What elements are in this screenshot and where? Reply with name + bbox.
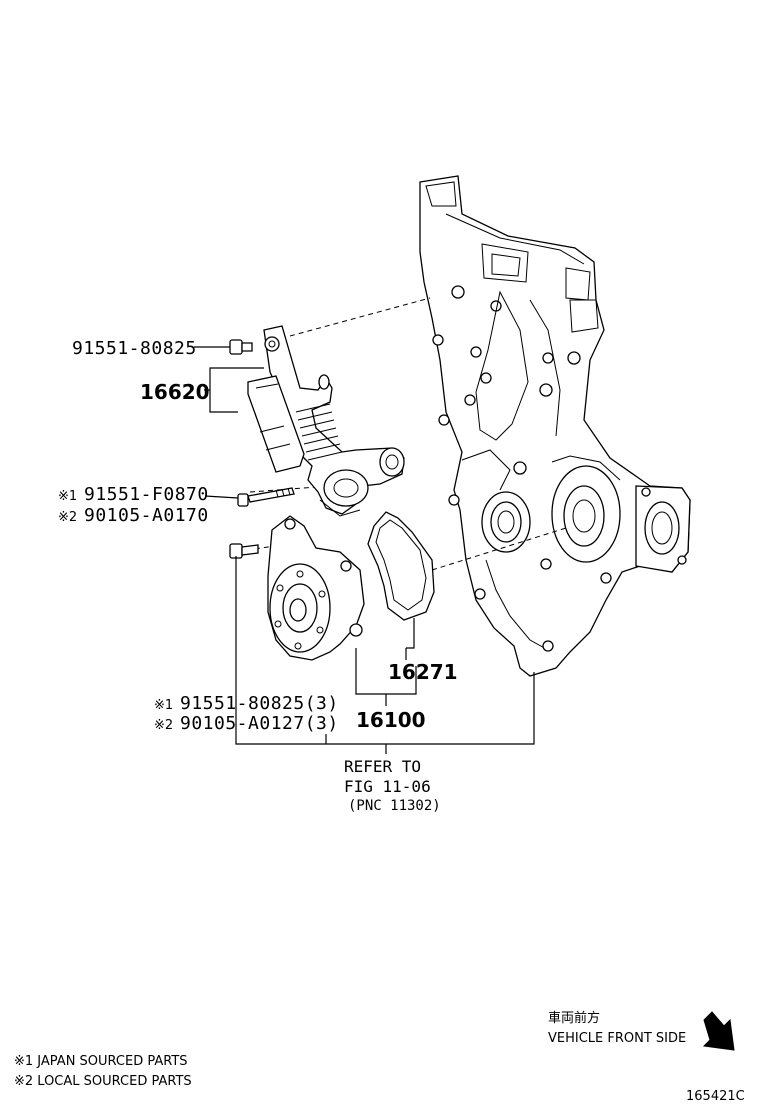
reference-note: REFER TO FIG 11-06 (PNC 11302) <box>344 757 441 814</box>
legend-japan: ※1 JAPAN SOURCED PARTS <box>14 1054 188 1069</box>
water-pump <box>267 515 365 661</box>
direction-jp: 車両前方 <box>548 1010 600 1026</box>
belt-tensioner <box>247 325 405 517</box>
label-bolt-top: 91551-80825 <box>72 338 197 359</box>
direction-en: VEHICLE FRONT SIDE <box>548 1031 686 1046</box>
label-pump-bolt-japan: 91551-80825(3) <box>180 693 339 714</box>
vehicle-front-indicator: 車両前方 VEHICLE FRONT SIDE <box>548 1010 735 1051</box>
timing-cover-casting <box>419 175 691 677</box>
bolt-long-icon <box>237 487 295 507</box>
label-bolt-japan: 91551-F0870 <box>84 484 209 505</box>
leader-lines <box>194 346 535 754</box>
reference-line-3: (PNC 11302) <box>348 798 441 814</box>
arrow-down-right-icon <box>702 1011 735 1051</box>
figure-id: 165421C <box>686 1089 745 1104</box>
reference-line-2: FIG 11-06 <box>344 777 431 796</box>
label-water-pump: 16100 <box>356 708 426 732</box>
bolt-pump-icon <box>229 543 259 559</box>
reference-line-1: REFER TO <box>344 757 421 776</box>
label-pump-bolt-local: 90105-A0127(3) <box>180 713 339 734</box>
mark-japan-bolt: ※1 <box>58 489 77 504</box>
mark-local-bolt: ※2 <box>58 510 77 525</box>
label-bolt-local: 90105-A0170 <box>84 505 209 526</box>
bolt-top-icon <box>229 339 253 355</box>
label-gasket: 16271 <box>388 660 458 684</box>
label-tensioner: 16620 <box>140 380 210 404</box>
callout-labels: 91551-80825 16620 ※1 91551-F0870 ※2 9010… <box>58 338 458 734</box>
mark-japan-pump-bolt: ※1 <box>154 698 173 713</box>
legend-local: ※2 LOCAL SOURCED PARTS <box>14 1074 192 1089</box>
gasket <box>367 511 435 621</box>
legend: ※1 JAPAN SOURCED PARTS ※2 LOCAL SOURCED … <box>14 1054 192 1089</box>
mark-local-pump-bolt: ※2 <box>154 718 173 733</box>
